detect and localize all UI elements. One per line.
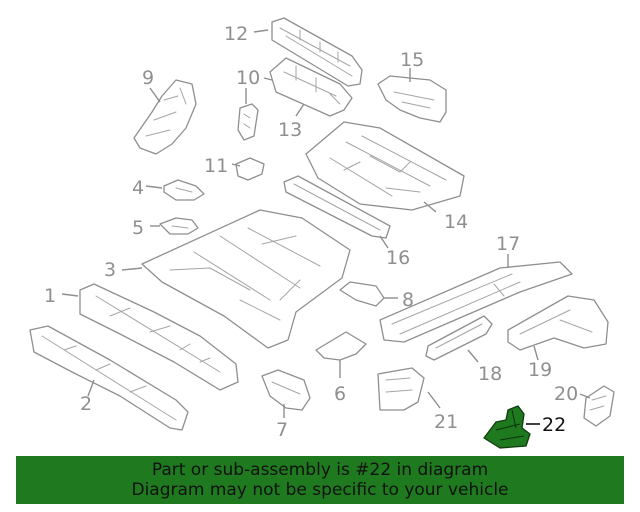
part-18[interactable]: [425, 315, 493, 361]
callout-20: 20: [554, 383, 578, 405]
callout-14: 14: [444, 211, 468, 233]
part-19[interactable]: [507, 295, 609, 351]
part-15[interactable]: [377, 75, 447, 123]
part-3[interactable]: [141, 209, 351, 349]
callout-16: 16: [386, 247, 410, 269]
banner-line-part-number: Part or sub-assembly is #22 in diagram: [151, 460, 489, 480]
part-9[interactable]: [133, 79, 197, 155]
part-10-bracket[interactable]: [237, 103, 259, 141]
callout-8: 8: [402, 289, 414, 311]
leader-lines: [61, 29, 591, 425]
callout-9: 9: [142, 67, 154, 89]
part-14[interactable]: [305, 121, 465, 211]
callout-5: 5: [132, 217, 144, 239]
callout-22-highlighted: 22: [542, 414, 566, 436]
callout-17: 17: [496, 233, 520, 255]
callout-4: 4: [132, 177, 144, 199]
callout-18: 18: [478, 363, 502, 385]
part-16[interactable]: [283, 175, 391, 239]
callout-12: 12: [224, 23, 248, 45]
part-6[interactable]: [315, 331, 367, 361]
callout-13: 13: [278, 119, 302, 141]
part-1[interactable]: [79, 283, 239, 391]
part-10-13[interactable]: [269, 57, 353, 117]
part-21[interactable]: [377, 367, 425, 411]
callout-2: 2: [80, 393, 92, 415]
callout-19: 19: [528, 359, 552, 381]
callout-1: 1: [44, 285, 56, 307]
callout-15: 15: [400, 49, 424, 71]
info-banner: Part or sub-assembly is #22 in diagram D…: [16, 456, 624, 504]
part-22-highlighted[interactable]: [483, 405, 531, 449]
callout-7: 7: [276, 419, 288, 441]
part-2[interactable]: [29, 325, 189, 431]
callout-3: 3: [104, 259, 116, 281]
part-7[interactable]: [261, 369, 311, 411]
banner-line-disclaimer: Diagram may not be specific to your vehi…: [131, 480, 509, 500]
part-17[interactable]: [379, 261, 573, 343]
part-12[interactable]: [271, 17, 363, 87]
part-5[interactable]: [159, 217, 199, 235]
callout-10: 10: [236, 67, 260, 89]
part-20[interactable]: [583, 385, 615, 427]
part-4[interactable]: [163, 179, 205, 201]
part-8[interactable]: [339, 281, 385, 307]
callout-21: 21: [434, 411, 458, 433]
callout-labels: 12 10 13 9 15 11 4 14 5 16 3 17 1 8 6 18…: [44, 23, 578, 441]
part-11[interactable]: [235, 157, 265, 181]
callout-6: 6: [334, 383, 346, 405]
callout-11: 11: [204, 155, 228, 177]
